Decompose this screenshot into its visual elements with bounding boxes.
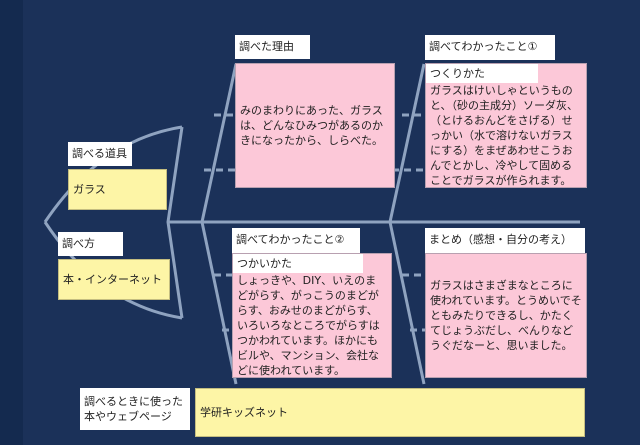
reason-text: みのまわりにあった、ガラスは、どんなひみつがあるのかきになったから、しらべた。 bbox=[240, 104, 383, 147]
tool-label: 調べる道具 bbox=[68, 142, 132, 166]
summary-text: ガラスはさまざまなところに使われています。とうめいでそともみたりできるし、かたく… bbox=[430, 279, 582, 352]
bone-upper-2 bbox=[388, 63, 426, 223]
bone-lower-1 bbox=[200, 221, 238, 385]
method-label: 調べ方 bbox=[58, 232, 123, 256]
reason-label: 調べた理由 bbox=[235, 35, 310, 59]
finding1-label: 調べてわかったこと① bbox=[425, 35, 555, 60]
sources-label: 調べるときに使った本やウェブページ bbox=[80, 388, 190, 430]
reason-note[interactable]: みのまわりにあった、ガラスは、どんなひみつがあるのかきになったから、しらべた。 bbox=[235, 63, 395, 188]
left-margin bbox=[0, 0, 23, 445]
finding2-label: 調べてわかったこと② bbox=[232, 228, 360, 253]
tool-value[interactable]: ガラス bbox=[68, 169, 167, 210]
sources-value[interactable]: 学研キッズネット bbox=[195, 388, 585, 437]
bone-lower-2 bbox=[388, 221, 426, 385]
finding1-note[interactable]: つくりかた ガラスはけいしゃというものと、（砂の主成分）ソーダ灰、（とけるおんど… bbox=[425, 63, 587, 188]
finding2-subtitle: つかいかた bbox=[233, 254, 363, 273]
finding2-text: しょっきや、DIY、いえのまどがらす、がっこうのまどがらす、おみせのまどがらす、… bbox=[237, 274, 380, 377]
summary-label: まとめ（感想・自分の考え） bbox=[425, 228, 585, 253]
bone-upper-1 bbox=[200, 63, 238, 223]
finding1-text: ガラスはけいしゃというものと、（砂の主成分）ソーダ灰、（とけるおんどをさげる）せ… bbox=[430, 84, 579, 187]
finding2-note[interactable]: つかいかた しょっきや、DIY、いえのまどがらす、がっこうのまどがらす、おみせの… bbox=[232, 253, 392, 378]
summary-note[interactable]: ガラスはさまざまなところに使われています。とうめいでそともみたりできるし、かたく… bbox=[425, 253, 587, 378]
finding1-subtitle: つくりかた bbox=[426, 64, 538, 83]
method-value[interactable]: 本・インターネット bbox=[58, 259, 170, 300]
